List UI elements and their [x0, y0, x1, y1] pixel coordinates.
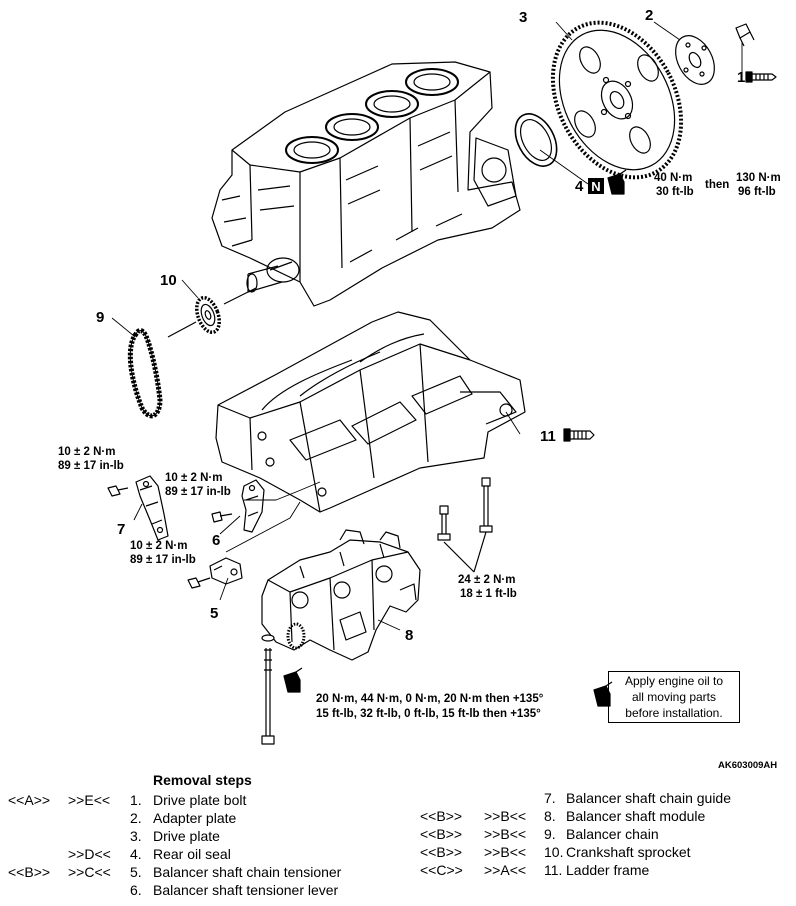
step-label: Ladder frame	[566, 862, 650, 878]
removal-steps-title: Removal steps	[153, 772, 252, 788]
tensioner-bolt-icon	[187, 577, 211, 589]
torque-1-step2-nm: 130 N·m	[736, 172, 781, 184]
lever-bolt-icon	[211, 511, 233, 523]
module-bolt	[261, 634, 275, 745]
step-label: Drive plate	[153, 828, 220, 844]
step-label: Rear oil seal	[153, 846, 231, 862]
leader-lines	[111, 21, 743, 631]
torque-1-then: then	[705, 179, 729, 191]
step-label: Crankshaft sprocket	[566, 844, 691, 860]
install-ref: >>B<<	[484, 844, 527, 860]
callout-6: 6	[212, 532, 220, 549]
balancer-shaft-tensioner-lever	[241, 479, 265, 533]
torque-7-nm: 10 ± 2 N·m	[58, 446, 115, 458]
new-part-badge	[588, 178, 604, 194]
bolt-leader-lines	[443, 531, 487, 573]
new-part-badge-letter: N	[591, 179, 600, 194]
ladder-frame-bolt-icon	[563, 428, 595, 442]
torque-ladder-ftlb: 18 ± 1 ft-lb	[460, 588, 517, 600]
removal-ref: <<B>>	[8, 864, 51, 880]
removal-ref: <<B>>	[420, 826, 463, 842]
install-ref: >>A<<	[484, 862, 527, 878]
step-label: Adapter plate	[153, 810, 237, 826]
step-label: Balancer shaft chain tensioner	[153, 864, 342, 880]
bolt-1-icon	[745, 71, 777, 83]
balancer-shaft-module	[261, 529, 421, 661]
step-label: Balancer shaft chain guide	[566, 790, 731, 806]
ladder-frame-bolt-short	[437, 505, 451, 541]
install-ref: >>E<<	[68, 792, 111, 808]
note-oil-can-icon	[593, 681, 613, 707]
guide-bolt-icon	[107, 485, 129, 497]
callout-7: 7	[117, 521, 125, 538]
install-ref: >>B<<	[484, 826, 527, 842]
step-number: 6.	[130, 882, 142, 898]
seal-oil-can-icon	[607, 169, 627, 195]
reference-code: AK603009AH	[718, 760, 777, 771]
note-line-3: before installation.	[625, 706, 723, 720]
callout-3: 3	[519, 9, 527, 26]
step-number: 5.	[130, 864, 142, 880]
note-line-2: all moving parts	[631, 690, 717, 704]
torque-1-step1-nm: 40 N·m	[654, 172, 692, 184]
removal-ref: <<A>>	[8, 792, 51, 808]
torque-module-nm: 20 N·m, 44 N·m, 0 N·m, 20 N·m then +135°	[316, 693, 544, 705]
step-number: 10.	[544, 844, 564, 860]
callout-2: 2	[645, 7, 653, 24]
callout-11: 11	[540, 428, 556, 445]
balancer-chain	[127, 328, 163, 419]
torque-7-inlb: 89 ± 17 in-lb	[58, 460, 124, 472]
ladder-frame	[215, 311, 526, 513]
step-label: Balancer chain	[566, 826, 659, 842]
step-number: 11.	[544, 862, 563, 878]
step-number: 3.	[130, 828, 142, 844]
drive-plate-bolt-icon	[735, 23, 755, 47]
balancer-shaft-chain-tensioner	[209, 557, 243, 585]
step-label: Balancer shaft tensioner lever	[153, 882, 339, 898]
rear-oil-seal	[514, 113, 558, 167]
step-number: 2.	[130, 810, 142, 826]
crankshaft-sprocket	[195, 295, 221, 335]
torque-module-ftlb: 15 ft-lb, 32 ft-lb, 0 ft-lb, 15 ft-lb th…	[316, 708, 541, 720]
removal-steps: Removal steps <<A>> >>E<< 1. Drive plate…	[0, 772, 796, 906]
step-label: Balancer shaft module	[566, 808, 706, 824]
removal-ref: <<B>>	[420, 844, 463, 860]
install-ref: >>B<<	[484, 808, 527, 824]
step-number: 4.	[130, 846, 142, 862]
step-number: 1.	[130, 792, 142, 808]
note-line-1: Apply engine oil to	[624, 674, 724, 688]
adapter-plate	[675, 35, 715, 85]
torque-5-inlb: 89 ± 17 in-lb	[130, 554, 196, 566]
torque-6-inlb: 89 ± 17 in-lb	[165, 486, 231, 498]
drive-plate	[550, 20, 684, 180]
cylinder-block	[211, 61, 521, 307]
step-label: Drive plate bolt	[153, 792, 247, 808]
torque-ladder-nm: 24 ± 2 N·m	[458, 574, 515, 586]
install-ref: >>D<<	[68, 846, 111, 862]
torque-1-step1-ftlb: 30 ft-lb	[656, 186, 694, 198]
balancer-shaft-chain-guide	[135, 475, 169, 541]
removal-ref: <<C>>	[420, 862, 463, 878]
step-number: 9.	[544, 826, 556, 842]
sprocket-alignment-line	[167, 287, 257, 338]
removal-ref: <<B>>	[420, 808, 463, 824]
step-number: 7.	[544, 790, 556, 806]
callout-1: 1	[737, 69, 745, 86]
callout-4: 4	[575, 178, 584, 195]
oil-can-icon	[283, 667, 303, 693]
step-number: 8.	[544, 808, 556, 824]
torque-5-nm: 10 ± 2 N·m	[130, 540, 187, 552]
ladder-frame-bolt-long	[479, 477, 493, 533]
callout-8: 8	[405, 627, 413, 644]
callout-5: 5	[210, 605, 218, 622]
install-ref: >>C<<	[68, 864, 111, 880]
torque-1-step2-ftlb: 96 ft-lb	[738, 186, 776, 198]
torque-6-nm: 10 ± 2 N·m	[165, 472, 222, 484]
callout-9: 9	[96, 309, 104, 326]
engine-oil-note: Apply engine oil to all moving parts bef…	[608, 671, 740, 723]
callout-10: 10	[160, 272, 177, 289]
